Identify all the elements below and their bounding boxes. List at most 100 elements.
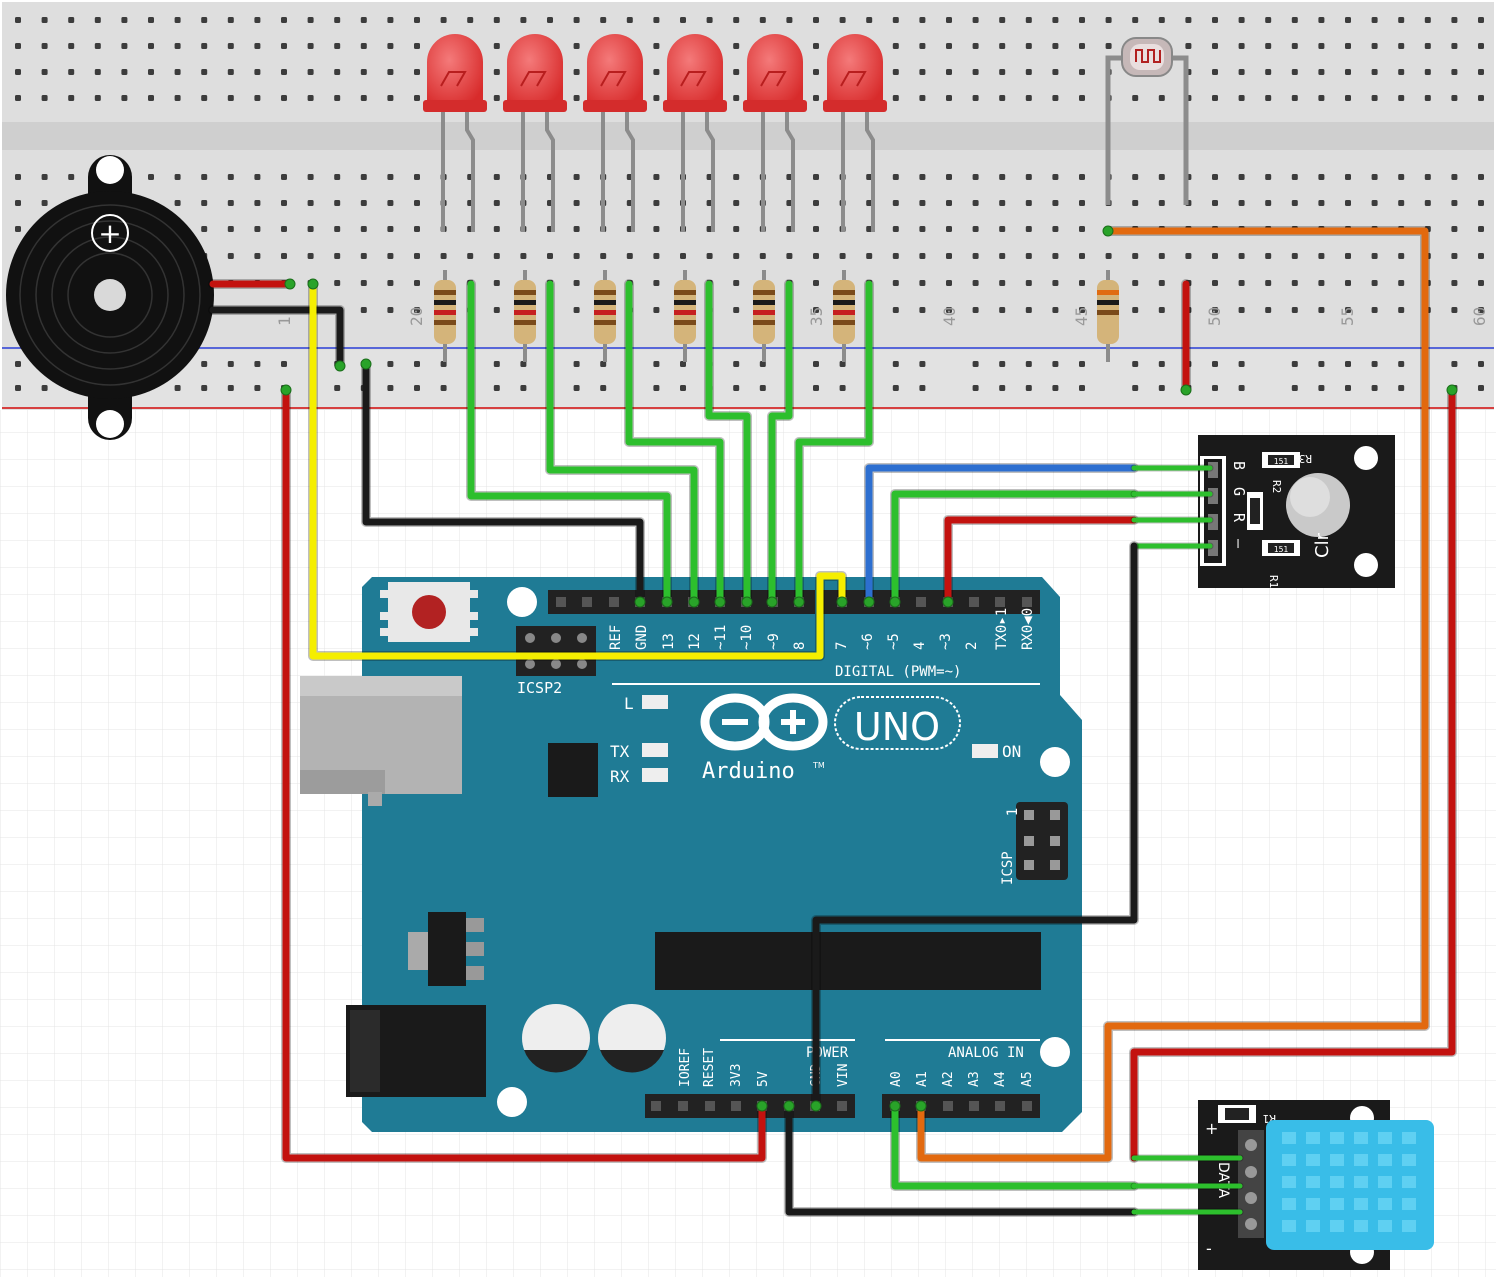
connection-point (889, 596, 901, 608)
svg-text:151: 151 (1274, 545, 1289, 554)
breadboard-hole (281, 43, 287, 49)
capacitor (598, 1004, 666, 1073)
breadboard-hole (892, 69, 899, 75)
breadboard-hole (41, 69, 48, 75)
breadboard-hole (892, 307, 899, 313)
breadboard-hole (786, 17, 793, 23)
green-a0-wire (891, 1102, 1138, 1190)
breadboard-hole (68, 69, 75, 75)
rail-hole (1158, 385, 1165, 391)
breadboard-hole (733, 43, 740, 49)
rail-hole (1371, 361, 1378, 367)
breadboard-hole (360, 280, 367, 286)
breadboard-hole (1105, 253, 1112, 259)
breadboard-hole (1212, 200, 1218, 206)
breadboard-hole (1345, 69, 1351, 75)
clr-label: Clr (1312, 532, 1333, 558)
rail-hole (1318, 361, 1325, 367)
breadboard-hole (227, 174, 234, 180)
breadboard-hole (547, 253, 553, 259)
rail-hole (600, 361, 607, 367)
connection-point (334, 360, 346, 372)
breadboard-hole (1158, 174, 1165, 180)
breadboard-hole (360, 253, 367, 259)
rail-hole (1079, 385, 1085, 391)
breadboard-hole (813, 280, 819, 286)
breadboard-hole (866, 253, 873, 259)
breadboard-hole (387, 174, 394, 180)
breadboard-hole (360, 226, 367, 232)
breadboard-hole (334, 17, 341, 23)
breadboard-hole (1318, 69, 1325, 75)
breadboard-hole (360, 95, 367, 101)
rail-hole (759, 385, 766, 391)
rail-hole (573, 361, 580, 367)
breadboard-hole (440, 17, 447, 23)
breadboard-hole (1318, 307, 1325, 313)
rail-hole (1478, 361, 1484, 367)
breadboard-hole (1424, 200, 1431, 206)
breadboard-hole (653, 69, 660, 75)
analog-pin-label: A4 (993, 1071, 1008, 1087)
breadboard-hole (1371, 69, 1378, 75)
breadboard-hole (1212, 69, 1218, 75)
breadboard-hole (919, 200, 926, 206)
header-pin (609, 597, 619, 607)
rail-hole (1398, 385, 1405, 391)
rail-hole (1398, 361, 1405, 367)
breadboard-hole (573, 95, 580, 101)
rail-hole (1158, 361, 1165, 367)
breadboard-hole (786, 174, 793, 180)
logo-tm: TM (812, 761, 825, 770)
breadboard-hole (573, 226, 580, 232)
breadboard-hole (972, 226, 979, 232)
breadboard-hole (1212, 174, 1218, 180)
dht-grille-cell (1330, 1154, 1344, 1166)
breadboard-hole (1345, 174, 1351, 180)
rail-hole (653, 361, 660, 367)
breadboard-hole (1238, 307, 1245, 313)
breadboard-hole (414, 307, 420, 313)
breadboard-hole (174, 95, 181, 101)
breadboard-hole (387, 200, 394, 206)
breadboard-hole (813, 307, 819, 313)
dht-grille-cell (1402, 1220, 1416, 1232)
column-number: 55 (1338, 307, 1357, 326)
breadboard-hole (813, 17, 819, 23)
red-5v-wire (282, 386, 766, 1162)
breadboard-hole (1158, 200, 1165, 206)
breadboard-hole (493, 95, 500, 101)
breadboard-hole (227, 253, 234, 259)
breadboard-hole (1398, 200, 1405, 206)
breadboard-hole (201, 200, 208, 206)
power-pin-label: 5V (756, 1071, 771, 1087)
breadboard-hole (1398, 280, 1405, 286)
breadboard-hole (148, 95, 154, 101)
breadboard-hole (1212, 307, 1218, 313)
connection-point (741, 596, 753, 608)
dht-grille-cell (1354, 1154, 1368, 1166)
digital-pin-label: 4 (912, 642, 928, 650)
dht-grille-cell (1282, 1220, 1296, 1232)
digital-pin-label: 2 (964, 642, 980, 650)
rail-hole (1079, 361, 1085, 367)
breadboard-hole (1025, 200, 1032, 206)
breadboard-hole (653, 43, 660, 49)
breadboard-hole (626, 17, 633, 23)
breadboard-hole (1025, 95, 1032, 101)
breadboard-hole (892, 17, 899, 23)
breadboard-hole (1238, 17, 1245, 23)
dht-grille-cell (1282, 1154, 1296, 1166)
breadboard-hole (813, 226, 819, 232)
breadboard-hole (334, 69, 341, 75)
digital-pin-label: 13 (661, 633, 677, 650)
column-number: 45 (1072, 307, 1091, 326)
breadboard-hole (174, 43, 181, 49)
breadboard-hole (1052, 307, 1059, 313)
breadboard-hole (1424, 95, 1431, 101)
breadboard-hole (813, 174, 819, 180)
buzzer: + (6, 155, 214, 440)
breadboard-hole (174, 200, 181, 206)
breadboard-hole (1291, 253, 1298, 259)
breadboard-hole (972, 200, 979, 206)
